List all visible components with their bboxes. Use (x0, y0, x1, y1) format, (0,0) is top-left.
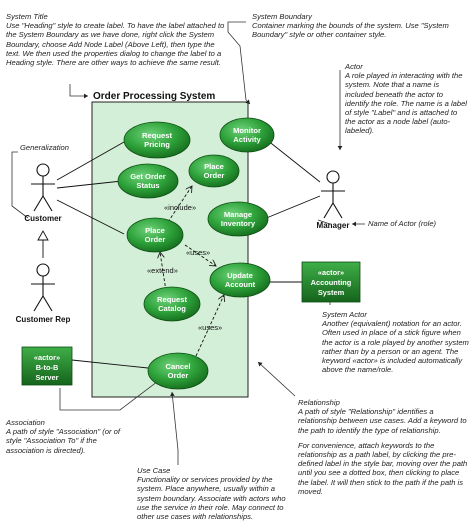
relationships (160, 186, 224, 357)
uses-label-2: «uses» (198, 323, 222, 332)
actor-box-label: System (318, 288, 345, 297)
extend-label: «extend» (147, 266, 178, 275)
note-system-actor: System Actor Another (equivalent) notati… (322, 310, 470, 374)
actor-customer-name: Customer (24, 214, 61, 223)
use-case-label: Pricing (144, 140, 170, 149)
use-case-request-pricing[interactable]: Request Pricing (123, 121, 191, 159)
system-title: Order Processing System (93, 91, 215, 102)
use-case-label: Place (204, 162, 224, 171)
use-case-place-order-top[interactable]: Place Order (188, 154, 240, 188)
actor-customer-rep-name: Customer Rep (16, 315, 71, 324)
note-heading: Association (6, 418, 45, 427)
note-body: Functionality or services provided by th… (137, 475, 286, 522)
note-actor: Actor A role played in interacting with … (345, 62, 468, 136)
use-case-label: Manage (224, 210, 252, 219)
note-heading: Relationship (298, 398, 340, 407)
use-case-update-account[interactable]: Update Account (209, 262, 271, 298)
use-case-get-order-status[interactable]: Get Order Status (117, 163, 179, 199)
actor-box-label: B-to-B (36, 363, 59, 372)
use-case-label: Monitor (233, 126, 261, 135)
use-case-label: Order (204, 171, 225, 180)
note-heading: Use Case (137, 466, 171, 475)
use-case-request-catalog[interactable]: Request Catalog (143, 286, 201, 322)
note-heading: System Title (6, 12, 48, 21)
use-case-label: Get Order (130, 172, 165, 181)
note-heading: Generalization (20, 143, 69, 152)
note-body: Another (equivalent) notation for an act… (322, 319, 469, 375)
note-body: Container marking the bounds of the syst… (252, 21, 449, 40)
use-case-label: Account (225, 280, 256, 289)
actor-box-stereotype: «actor» (318, 268, 344, 277)
use-case-manage-inventory[interactable]: Manage Inventory (207, 201, 269, 237)
note-heading: Actor (345, 62, 363, 71)
include-label: «include» (164, 203, 196, 212)
use-case-cancel-order[interactable]: Cancel Order (147, 352, 209, 390)
associations (56, 135, 321, 369)
note-relationship: Relationship A path of style "Relationsh… (298, 398, 470, 496)
note-system-title: System Title Use "Heading" style to crea… (6, 12, 228, 67)
use-case-monitor-activity[interactable]: Monitor Activity (219, 117, 275, 153)
use-case-label: Catalog (158, 304, 186, 313)
note-heading: System Boundary (252, 12, 312, 21)
note-body: A path of style "Relationship" identifie… (298, 407, 467, 435)
actor-box-label: Accounting (311, 278, 352, 287)
actor-customer[interactable] (31, 163, 55, 212)
note-system-boundary: System Boundary Container marking the bo… (252, 12, 464, 40)
actor-box-label: Server (35, 373, 58, 382)
note-body: A path of style "Association" (or of sty… (6, 427, 121, 455)
use-case-place-order[interactable]: Place Order (126, 217, 184, 253)
use-case-label: Place (145, 226, 165, 235)
note-body: A role played in interacting with the sy… (345, 71, 467, 136)
note-body: Use "Heading" style to create label. To … (6, 21, 225, 68)
use-case-label: Request (142, 131, 172, 140)
actor-manager-name: Manager (317, 221, 350, 230)
note-heading: Name of Actor (role) (368, 219, 437, 228)
note-body-extra: For convenience, attach keywords to the … (298, 440, 468, 496)
use-case-label: Status (136, 181, 159, 190)
actor-box-b2b-server[interactable]: «actor» B-to-B Server (21, 346, 73, 386)
use-case-label: Update (227, 271, 253, 280)
actor-box-stereotype: «actor» (34, 353, 60, 362)
use-case-label: Order (168, 371, 189, 380)
actor-manager[interactable] (321, 170, 345, 219)
actor-box-accounting-system[interactable]: «actor» Accounting System (301, 261, 361, 303)
uses-label-1: «uses» (186, 248, 210, 257)
use-case-label: Request (157, 295, 187, 304)
note-name-of-actor: Name of Actor (role) (368, 219, 468, 228)
note-use-case: Use Case Functionality or services provi… (137, 466, 295, 521)
use-case-label: Order (145, 235, 166, 244)
actor-customer-rep[interactable] (31, 263, 55, 312)
use-case-label: Cancel (166, 362, 191, 371)
note-heading: System Actor (322, 310, 367, 319)
note-generalization: Generalization (20, 143, 100, 152)
use-case-label: Inventory (221, 219, 256, 228)
note-association: Association A path of style "Association… (6, 418, 134, 455)
generalization-edge (37, 230, 49, 258)
use-case-label: Activity (233, 135, 261, 144)
